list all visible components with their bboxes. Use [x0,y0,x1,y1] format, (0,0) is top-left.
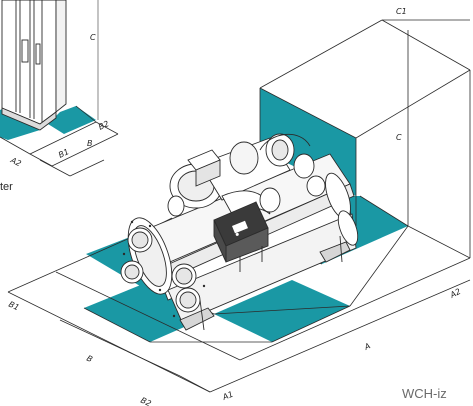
inverter-cabinet-group: C B2 B B1 A2 ter [0,0,119,193]
panel-logo-icon: ● [235,231,241,237]
cabinet-label-b1: B1 [57,147,70,160]
label-a: A [362,341,372,352]
back-wall-lines [259,19,471,258]
chiller-dimension-labels: C1 C A2 A A1 B1 B B2 [7,7,462,406]
label-b2: B2 [139,396,152,406]
cabinet-label-a2: A2 [8,155,22,168]
cabinet-clearance-zone-right [48,106,96,134]
model-mark: WCH-iz [402,386,447,401]
inverter-caption-fragment: ter [0,181,13,193]
cabinet-body [1,0,67,131]
label-c1: C1 [396,7,407,16]
cabinet-label-b: B [87,139,93,148]
cabinet-floor-lines [0,105,119,177]
label-a1: A1 [220,390,234,403]
chiller-unit: ● [120,133,359,331]
clearance-zone-front-center [84,282,214,342]
label-b: B [85,354,94,364]
cabinet-label-b2: B2 [97,119,110,132]
cabinet-label-c: C [90,33,96,42]
clearance-zone-front-right [214,280,350,342]
label-c: C [396,133,402,142]
label-b1: B1 [7,300,20,313]
flange-bolts [122,220,206,318]
